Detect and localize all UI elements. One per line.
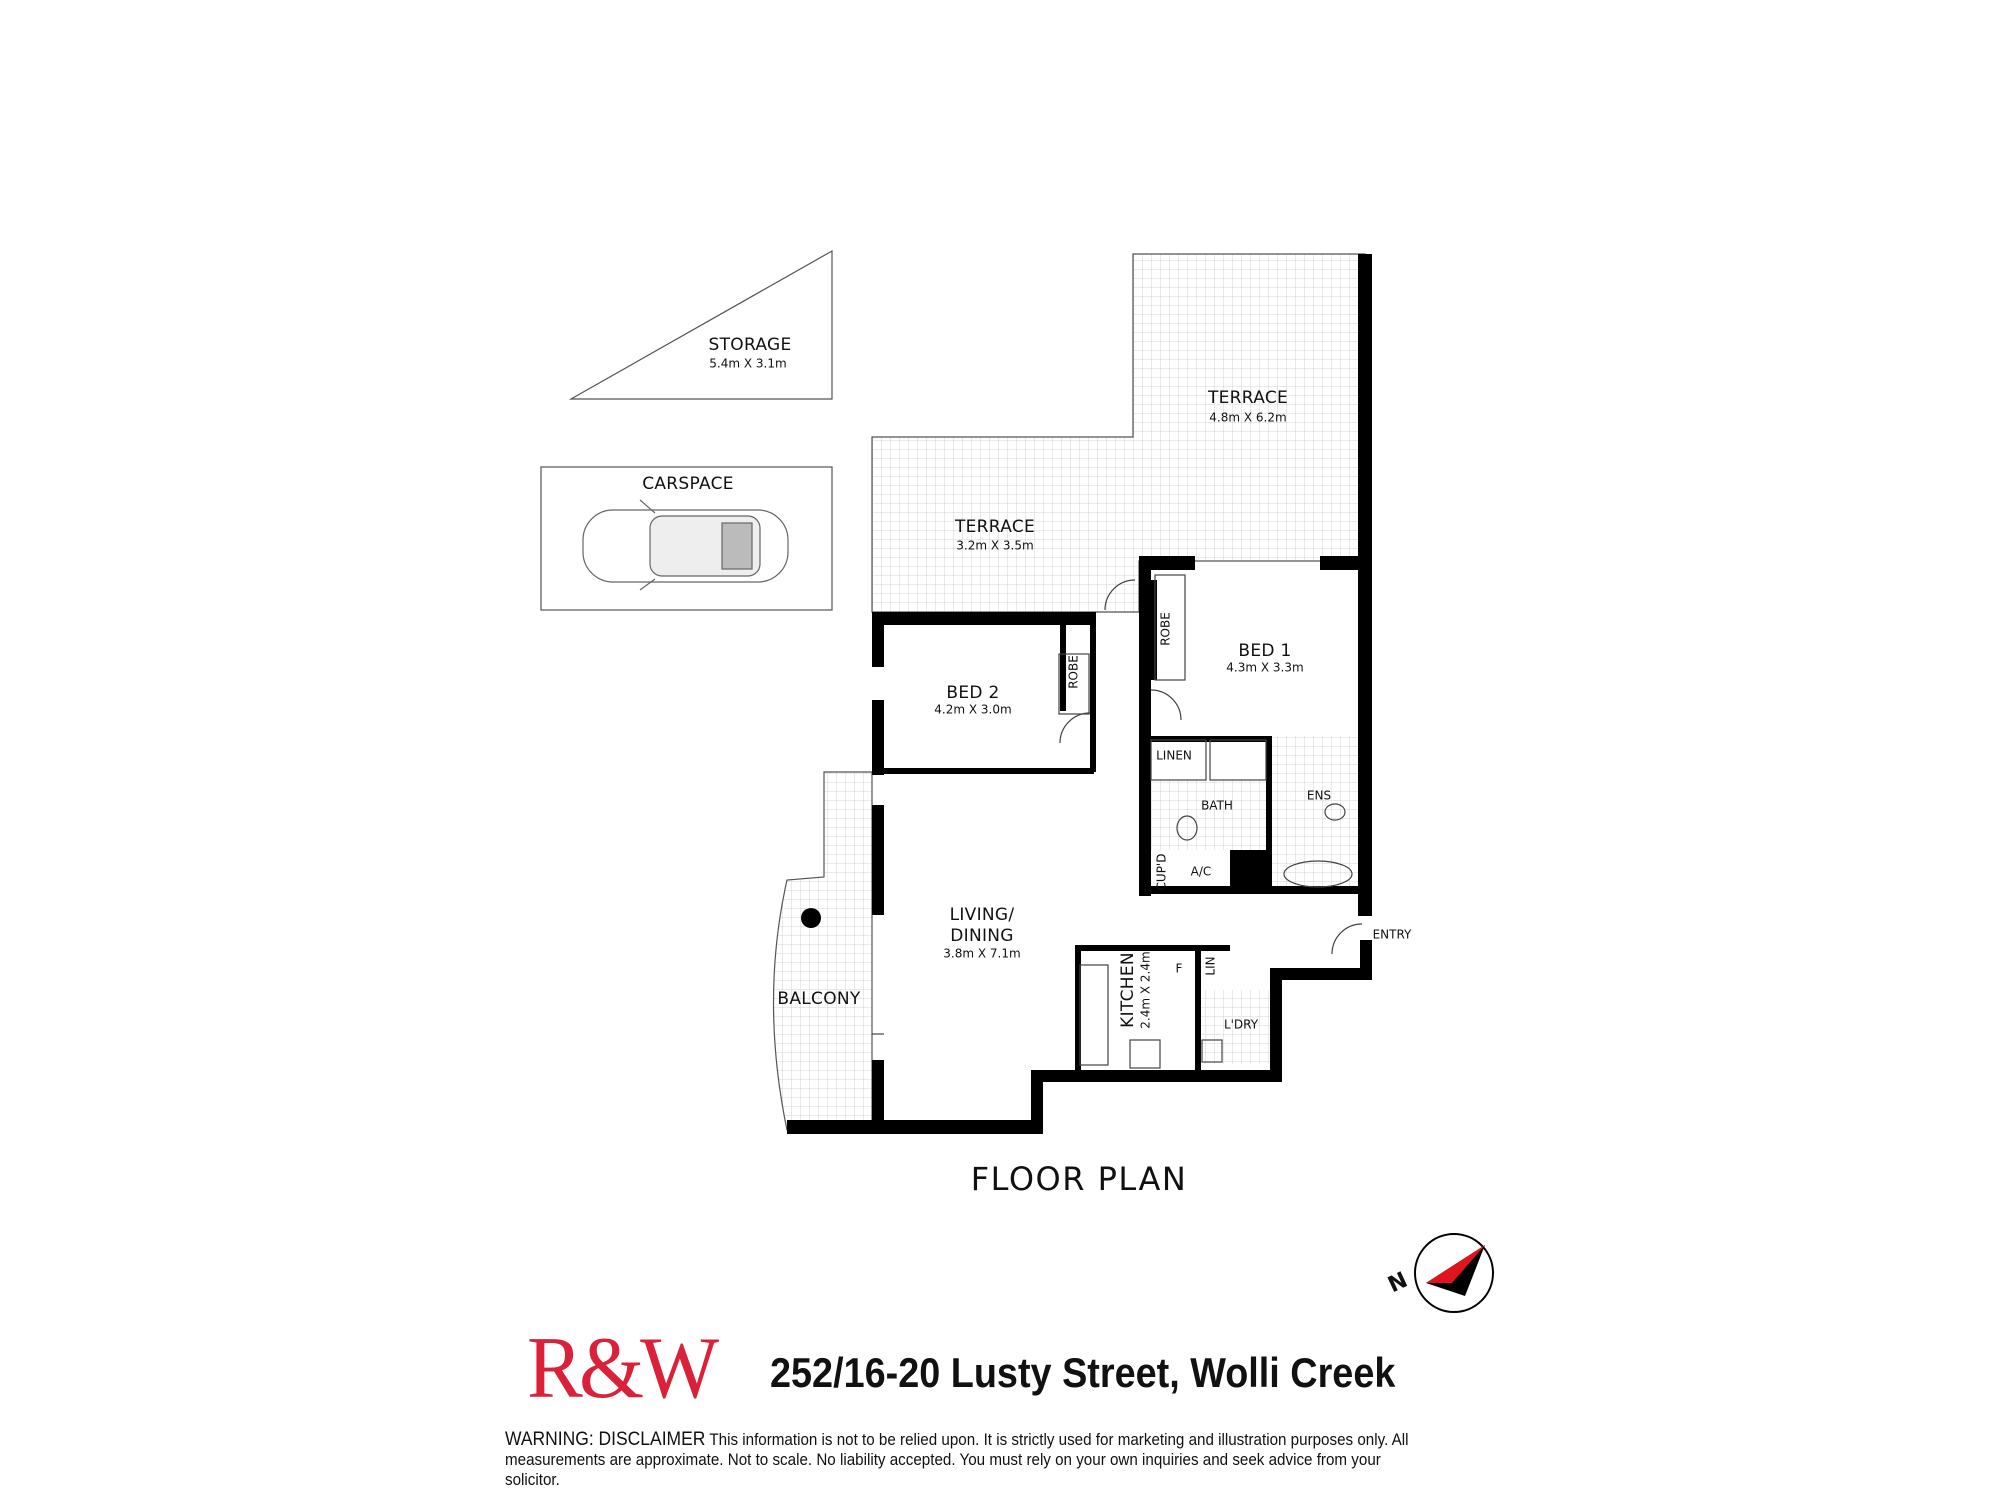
balcony-label: BALCONY bbox=[777, 989, 861, 1010]
linen-label: LINEN bbox=[1156, 748, 1192, 763]
dining-label: DINING bbox=[950, 926, 1014, 947]
bed2-dims: 4.2m X 3.0m bbox=[934, 702, 1012, 717]
bed1-dims: 4.3m X 3.3m bbox=[1226, 660, 1304, 675]
fridge-label: F bbox=[1175, 961, 1183, 976]
terrace-dims: 3.2m X 3.5m bbox=[956, 538, 1034, 553]
balcony-area bbox=[772, 771, 873, 1131]
entry-label: ENTRY bbox=[1372, 927, 1412, 942]
disclaimer-heading: WARNING: DISCLAIMER bbox=[505, 1429, 706, 1450]
disclaimer-text: This information is not to be relied upo… bbox=[505, 1431, 1409, 1489]
storage-label: STORAGE bbox=[708, 335, 792, 356]
terrace-label: TERRACE bbox=[954, 517, 1036, 538]
carspace-label: CARSPACE bbox=[642, 474, 734, 495]
ac-label: A/C bbox=[1190, 864, 1212, 879]
property-address: 252/16-20 Lusty Street, Wolli Creek bbox=[770, 1349, 1396, 1396]
bath-label: BATH bbox=[1201, 798, 1233, 813]
walls bbox=[787, 254, 1372, 1134]
laundry-label: L'DRY bbox=[1223, 1017, 1259, 1032]
column bbox=[801, 908, 821, 928]
storage-dims: 5.4m X 3.1m bbox=[709, 356, 787, 371]
bed2-label: BED 2 bbox=[946, 683, 1000, 704]
car-icon bbox=[582, 499, 789, 591]
living-dims: 3.8m X 7.1m bbox=[943, 946, 1021, 961]
living-label: LIVING/ bbox=[949, 905, 1015, 926]
floor-plan-title: FLOOR PLAN bbox=[970, 1160, 1188, 1199]
carspace-outline bbox=[540, 466, 833, 611]
terrace-dims: 4.8m X 6.2m bbox=[1209, 410, 1287, 425]
disclaimer: WARNING: DISCLAIMER This information is … bbox=[505, 1430, 1425, 1490]
storage-outline bbox=[568, 249, 833, 400]
brand-logo: R&W bbox=[527, 1320, 719, 1417]
bed1-label: BED 1 bbox=[1238, 641, 1292, 662]
terrace-label: TERRACE bbox=[1207, 388, 1289, 409]
ensuite-label: ENS bbox=[1306, 788, 1332, 803]
